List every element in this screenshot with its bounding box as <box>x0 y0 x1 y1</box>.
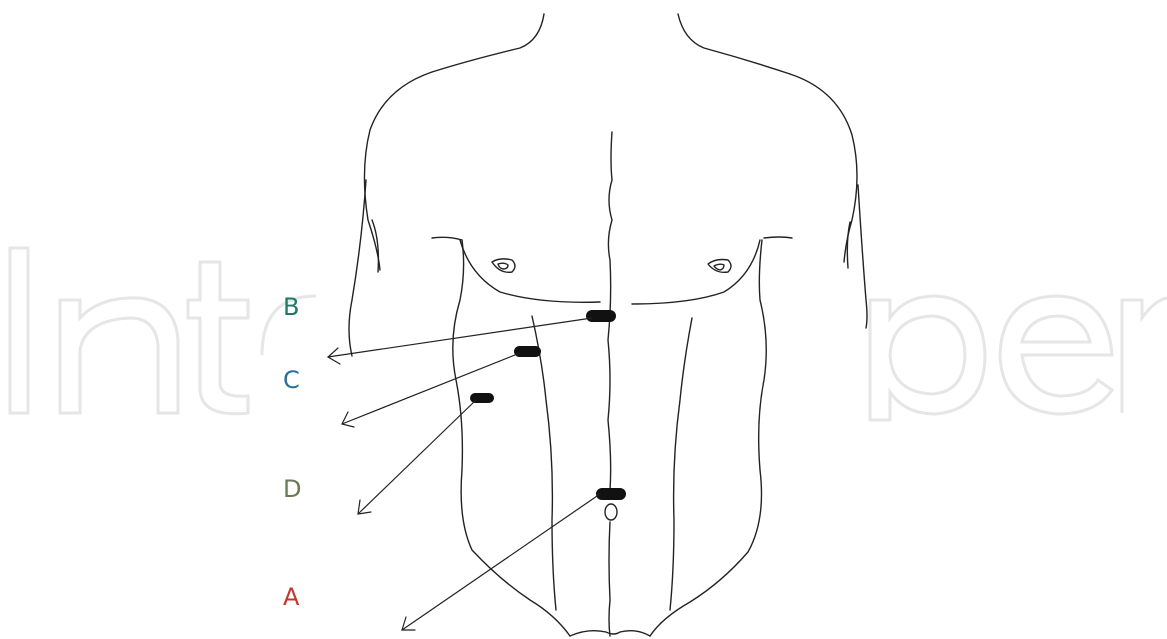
right-arm-outer <box>858 185 867 328</box>
arrows <box>328 318 600 630</box>
umbilicus <box>605 504 617 520</box>
label-d: D <box>283 477 301 501</box>
left-flank <box>453 240 570 636</box>
left-nipple-inner <box>498 263 508 269</box>
arrow-c <box>342 353 520 427</box>
right-rectus-line <box>670 318 692 610</box>
right-pec-lower <box>632 240 760 304</box>
right-shoulder-line <box>790 74 857 262</box>
left-rectus-line <box>532 316 556 610</box>
midline-lower <box>609 522 610 636</box>
arrow-d <box>358 400 476 514</box>
label-b: B <box>283 295 299 319</box>
port-marker-b <box>586 310 616 322</box>
torso-outline <box>349 14 867 636</box>
port-markers <box>470 310 626 500</box>
left-arm-outer <box>349 180 366 356</box>
left-nipple <box>492 259 515 272</box>
watermark-logo <box>10 248 1167 420</box>
right-flank <box>650 240 766 636</box>
left-pec-upper <box>432 237 462 240</box>
left-pec-lower <box>460 240 600 302</box>
arrow-a <box>402 494 600 630</box>
neck-right-line <box>678 14 790 74</box>
right-pec-upper <box>764 237 792 238</box>
left-shoulder-line <box>364 72 432 270</box>
right-nipple-inner <box>714 264 724 270</box>
label-c: C <box>283 368 300 392</box>
arrow-b <box>328 318 592 364</box>
neck-left-line <box>432 14 544 72</box>
label-a: A <box>283 585 299 609</box>
port-marker-c <box>514 346 541 357</box>
